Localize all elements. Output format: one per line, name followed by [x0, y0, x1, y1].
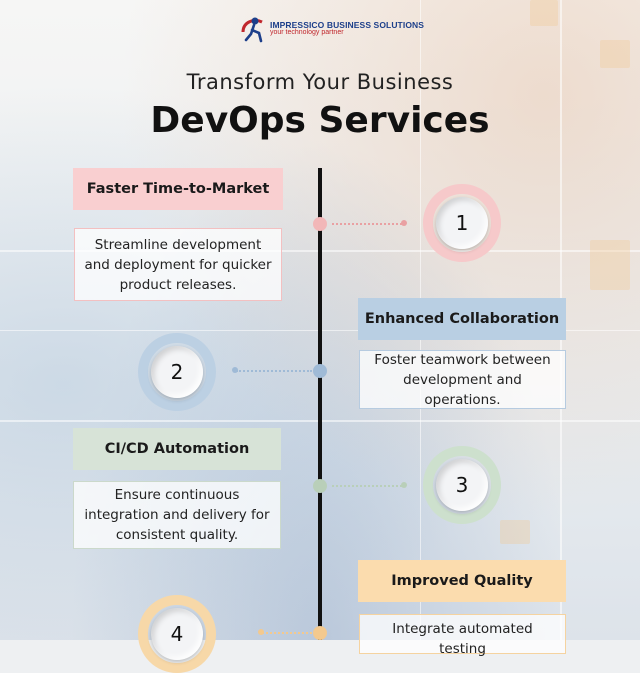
logo-figure-icon [241, 17, 263, 43]
step-3-connector [332, 485, 402, 487]
step-1-timeline-dot [313, 217, 327, 231]
background-glow [600, 40, 630, 68]
step-2-description: Foster teamwork between development and … [359, 350, 566, 409]
step-2-number: 2 [151, 346, 203, 398]
step-1-connector [332, 223, 402, 225]
step-4-connector [262, 632, 312, 634]
step-1-title: Faster Time-to-Market [73, 168, 283, 210]
step-3-number-badge: 3 [423, 446, 501, 524]
step-4-description: Integrate automated testing [359, 614, 566, 657]
step-4-number-badge: 4 [138, 595, 216, 673]
step-2-timeline-dot [313, 364, 327, 378]
step-4-number: 4 [151, 608, 203, 660]
step-1-description: Streamline development and deployment fo… [74, 228, 282, 301]
step-3-title: CI/CD Automation [73, 428, 281, 470]
step-3-timeline-dot [313, 479, 327, 493]
step-2-title: Enhanced Collaboration [358, 298, 566, 340]
background-glow [530, 0, 558, 26]
step-3-number: 3 [436, 459, 488, 511]
timeline-line [318, 168, 322, 640]
step-1-number: 1 [436, 197, 488, 249]
step-4-connector-end [258, 629, 264, 635]
step-3-description: Ensure continuous integration and delive… [73, 481, 281, 549]
step-2-number-badge: 2 [138, 333, 216, 411]
page-title: DevOps Services [150, 100, 490, 141]
step-3-connector-end [401, 482, 407, 488]
step-4-title: Improved Quality [358, 560, 566, 602]
step-1-connector-end [401, 220, 407, 226]
company-name: IMPRESSICO BUSINESS SOLUTIONS [270, 19, 425, 30]
background-glow [590, 240, 630, 290]
page-subtitle: Transform Your Business [186, 70, 454, 94]
step-2-connector [236, 370, 312, 372]
step-1-number-badge: 1 [423, 184, 501, 262]
step-2-connector-end [232, 367, 238, 373]
company-tagline: your technology partner [270, 29, 344, 37]
step-4-timeline-dot [313, 626, 327, 640]
company-logo: IMPRESSICO BUSINESS SOLUTIONS your techn… [240, 14, 424, 44]
background-glow [500, 520, 530, 544]
